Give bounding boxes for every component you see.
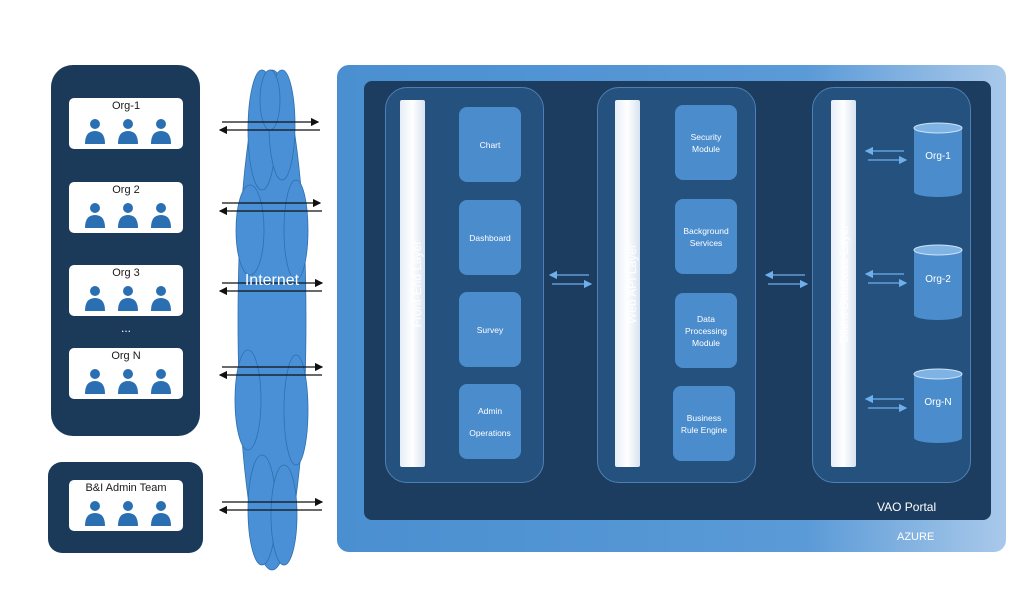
internet-cloud <box>234 69 309 571</box>
users-icon <box>85 119 171 144</box>
admin-operations-module: Admin Operations <box>459 384 521 459</box>
survey-module: Survey <box>459 292 521 367</box>
org-card-3: Org 3 <box>69 265 183 316</box>
admin-team-label: B&I Admin Team <box>85 482 167 494</box>
front-end-layer-bar <box>400 100 425 467</box>
database-cylinder-2 <box>913 244 963 320</box>
internet-arrows <box>218 117 324 515</box>
admin-team-card: B&I Admin Team <box>69 480 183 531</box>
dashboard-module: Dashboard <box>459 200 521 275</box>
database-label-2: Org-2 <box>925 274 951 285</box>
web-api-layer-bar <box>615 100 640 467</box>
database-label-n: Org-N <box>924 397 952 408</box>
internet-label: Internet <box>244 272 300 289</box>
admin-team-panel: B&I Admin Team <box>48 462 203 553</box>
data-processing-module: Data Processing Module <box>675 293 737 368</box>
users-icon <box>85 203 171 228</box>
azure-label: AZURE <box>897 531 935 543</box>
org-card-2: Org 2 <box>69 182 183 233</box>
users-icon <box>85 501 171 526</box>
org-card-label: Org N <box>111 350 141 362</box>
client-database-layer-bar <box>831 100 856 467</box>
org-card-label: Org 2 <box>112 184 140 196</box>
users-icon <box>85 369 171 394</box>
chart-module: Chart <box>459 107 521 182</box>
database-cylinder-1 <box>913 122 963 197</box>
org-card-label: Org 3 <box>112 267 140 279</box>
database-cylinder-n <box>913 368 963 443</box>
ellipsis: ... <box>120 321 131 335</box>
background-services-module: Background Services <box>675 199 737 274</box>
organizations-panel: Org-1 Org 2 Org 3 ... <box>51 65 200 436</box>
vao-portal-label: VAO Portal <box>877 500 937 514</box>
users-icon <box>85 286 171 311</box>
org-card-1: Org-1 <box>69 98 183 149</box>
security-module: Security Module <box>675 105 737 180</box>
database-label-1: Org-1 <box>925 151 951 162</box>
org-card-n: Org N <box>69 348 183 399</box>
org-card-label: Org-1 <box>111 100 141 112</box>
business-rule-engine-module: Business Rule Engine <box>673 386 735 461</box>
